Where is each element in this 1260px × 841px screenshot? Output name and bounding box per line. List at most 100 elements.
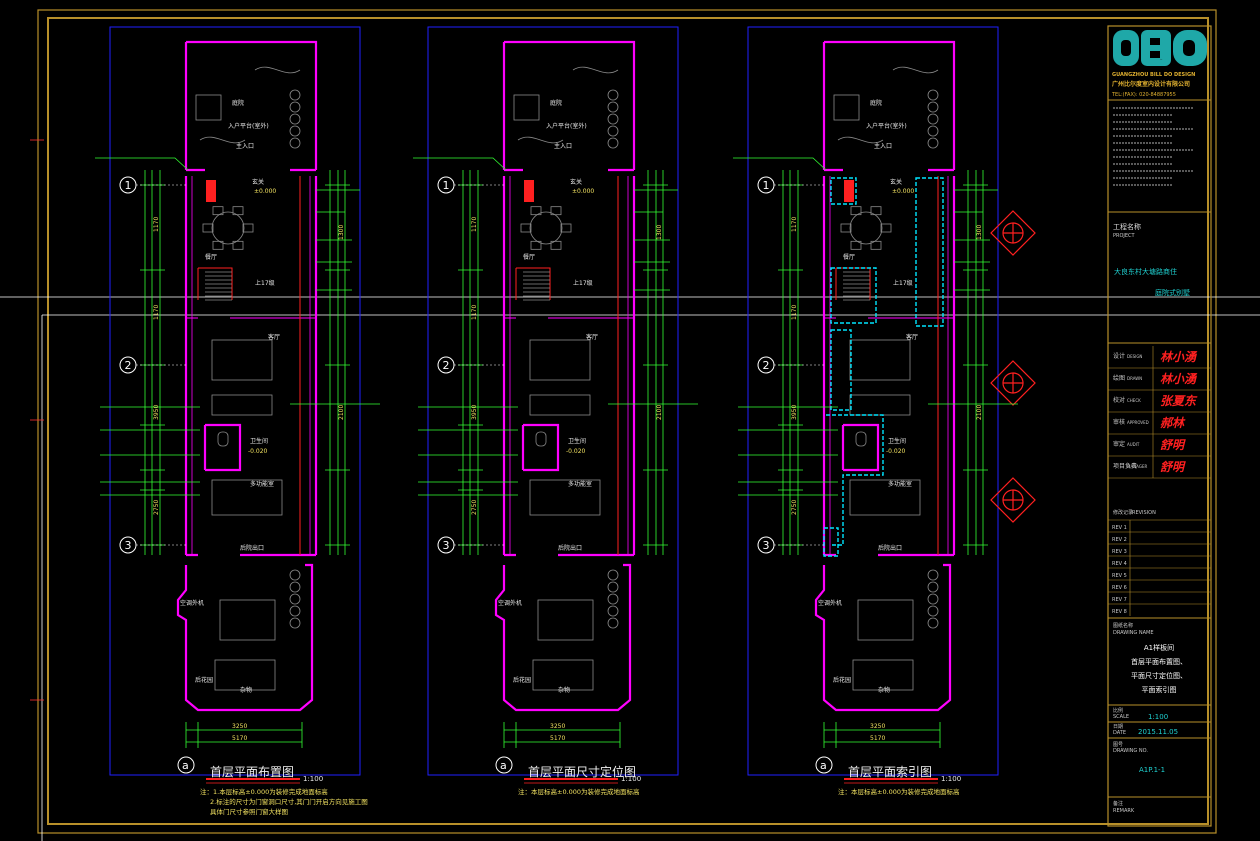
room-rear: 后花园 — [833, 676, 851, 684]
dim-w1: 3250 — [232, 723, 247, 730]
walls — [814, 40, 956, 712]
room-shed: 杂物 — [240, 686, 252, 694]
dim-d6: 2100 — [338, 405, 345, 420]
axis-label: 3 — [763, 539, 770, 552]
date-value: 2015.11.05 — [1138, 728, 1178, 736]
room-study: 多功能室 — [888, 480, 912, 488]
frame-ticks — [30, 139, 44, 701]
project-label-en: PROJECT — [1113, 233, 1136, 239]
drawing-name-line: 平面尺寸定位图、 — [1131, 671, 1187, 680]
room-garden: 庭院 — [550, 99, 562, 107]
sheet-title: 首层平面布置图 — [210, 765, 294, 779]
axis-bubble-a — [177, 756, 195, 774]
dim-d2: 1170 — [791, 305, 798, 320]
room-wc: 卫生间 — [250, 437, 268, 445]
role-label-en: MANAGER — [1127, 464, 1147, 469]
axis-label: 1 — [125, 179, 132, 192]
room-shed: 杂物 — [558, 686, 570, 694]
sheet-note-1: 注：本层标高±0.000为装修完成地面标高 — [838, 787, 960, 796]
revision-row: REV 7 — [1112, 597, 1127, 603]
dim-d4: 2750 — [791, 500, 798, 515]
sheet-3[interactable]: 11701170395027501300210032505170123a庭院入户… — [733, 26, 1036, 796]
dim-w2: 5170 — [232, 735, 247, 742]
revision-row: REV 1 — [1112, 525, 1127, 531]
sheet-border — [109, 26, 361, 776]
index-diamond-3 — [990, 477, 1036, 523]
walls — [494, 40, 636, 712]
axis-bubble-a — [815, 756, 833, 774]
role-label: 校对 — [1113, 396, 1125, 404]
logo-text: GBD — [1160, 59, 1162, 61]
room-dining: 餐厅 — [205, 253, 217, 261]
dim-d1: 1170 — [791, 217, 798, 232]
room-entrance: 入户平台(室外) — [228, 122, 269, 130]
room-living: 客厅 — [906, 333, 918, 341]
dim-d1: 1170 — [153, 217, 160, 232]
axis-bubble-a — [495, 756, 513, 774]
dim-d3: 3950 — [153, 405, 160, 420]
room-stair: 上17级 — [893, 279, 913, 287]
axis-label: 1 — [763, 179, 770, 192]
role-label: 审定 — [1113, 440, 1125, 448]
revision-row: REV 2 — [1112, 537, 1127, 543]
room-wc: 卫生间 — [568, 437, 586, 445]
inner-frame — [47, 17, 1209, 825]
room-corridor: 后院出口 — [240, 544, 264, 552]
date-label-en: DATE — [1113, 730, 1126, 736]
revision-row: REV 5 — [1112, 573, 1127, 579]
sheet-1[interactable]: 11701170395027501300210032505170123a庭院入户… — [95, 26, 380, 816]
room-labels: 庭院入户平台(室外)主入口玄关±0.000餐厅上17级客厅卫生间-0.020多功… — [498, 99, 598, 694]
revision-row: REV 6 — [1112, 585, 1127, 591]
room-shed: 杂物 — [878, 686, 890, 694]
company-name-cn: 广州比尔度室内设计有限公司 — [1112, 80, 1190, 88]
number-label: 图号 — [1113, 742, 1123, 748]
red-outline — [197, 176, 301, 555]
room-door: 主入口 — [554, 142, 572, 150]
dim-d4: 2750 — [471, 500, 478, 515]
axis-label: 3 — [125, 539, 132, 552]
sheet-2[interactable]: 11701170395027501300210032505170123a庭院入户… — [413, 26, 698, 796]
dim-d4: 2750 — [153, 500, 160, 515]
drawing-number: A1P.1-1 — [1139, 766, 1165, 774]
room-entrance: 入户平台(室外) — [866, 122, 907, 130]
room-lv_foyer: ±0.000 — [892, 188, 914, 195]
revision-label: 修改记录 — [1113, 509, 1133, 516]
sheet-note-1: 注：本层标高±0.000为装修完成地面标高 — [518, 787, 640, 796]
fine-print — [1113, 107, 1193, 186]
index-zones — [823, 177, 944, 557]
dimension-lines — [413, 157, 698, 748]
drawing-name-line: 首层平面布置图、 — [1131, 657, 1187, 666]
drawing-name-line: A1样板间 — [1144, 643, 1174, 652]
sheet-scale: 1:100 — [303, 775, 323, 783]
dimension-lines — [733, 157, 1018, 748]
dim-d6: 2100 — [656, 405, 663, 420]
dim-d5: 1300 — [976, 225, 983, 240]
revision-label-en: REVISION — [1132, 510, 1156, 516]
signature: 舒明 — [1160, 438, 1186, 452]
signature: 林小湧 — [1160, 350, 1198, 364]
furniture — [513, 66, 619, 691]
project-name: 大良东村大塘路商住 — [1114, 267, 1177, 276]
room-lv_wc: -0.020 — [566, 448, 586, 455]
room-living: 客厅 — [586, 333, 598, 341]
room-labels: 庭院入户平台(室外)主入口玄关±0.000餐厅上17级客厅卫生间-0.020多功… — [818, 99, 918, 694]
company-name-en: GUANGZHOU BILL DO DESIGN — [1112, 72, 1195, 78]
room-lv_wc: -0.020 — [248, 448, 268, 455]
sheet-note-1: 注：1.本层标高±0.000为装修完成地面标高 — [200, 787, 328, 796]
scale-label-en: SCALE — [1113, 714, 1129, 720]
dim-w1: 3250 — [550, 723, 565, 730]
revision-row: REV 3 — [1112, 549, 1127, 555]
sheet-note-3: 具体门尺寸参照门窗大样图 — [210, 807, 288, 816]
role-label: 绘图 — [1113, 374, 1125, 382]
revision-row: REV 4 — [1112, 561, 1127, 567]
number-label-en: DRAWING NO. — [1113, 748, 1148, 754]
room-rear: 后花园 — [195, 676, 213, 684]
